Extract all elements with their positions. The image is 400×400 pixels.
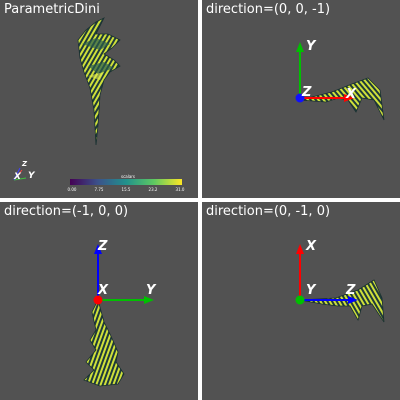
scalar-tick-label: 0.00 [68,187,77,192]
render-view: X Y Z scalars 0.00 7.75 15.5 23.2 31.0 [13,17,185,192]
scalar-bar: scalars 0.00 7.75 15.5 23.2 31.0 [68,174,185,192]
scalar-tick-label: 31.0 [176,187,185,192]
axes-gizmo: X Y Z [295,239,358,305]
dini-surface [77,17,121,146]
axis-z-label: Z [97,239,108,254]
axis-z-label: Z [345,283,356,298]
scalar-bar-title: scalars [121,174,135,179]
axis-x-label: X [97,283,109,298]
scalar-tick-label: 7.75 [95,187,104,192]
axis-x-label: X [305,239,317,254]
axes-gizmo: Y Z X [295,39,357,103]
render-view: Y Z X [295,39,385,121]
viewport-direction-y[interactable]: direction=(0, -1, 0) X Y Z [202,202,400,400]
axis-y-label: Y [306,39,317,54]
scalar-tick-label: 15.5 [122,187,131,192]
viewport-title: ParametricDini [4,2,100,17]
viewport-main[interactable]: ParametricDini [0,0,198,198]
viewport-direction-x[interactable]: direction=(-1, 0, 0) Z X Y [0,202,198,400]
viewport-title: direction=(0, -1, 0) [206,204,331,219]
axis-y-label: Y [146,283,157,298]
dini-surface [83,298,125,387]
orientation-x-label: X [13,172,22,182]
orientation-y-label: Y [28,171,36,181]
scalar-tick-label: 23.2 [149,187,158,192]
axis-z-label: Z [301,85,312,100]
viewport-direction-z[interactable]: direction=(0, 0, -1) Y Z X [202,0,400,198]
axis-y-label: Y [306,283,317,298]
viewport-title: direction=(0, 0, -1) [206,2,331,17]
viewport-title: direction=(-1, 0, 0) [4,204,129,219]
render-view: Z X Y [83,239,157,387]
scalar-bar-gradient [70,179,182,185]
orientation-widget[interactable]: X Y Z [13,160,36,182]
render-view: X Y Z [295,239,385,323]
axes-gizmo: Z X Y [93,239,157,305]
orientation-z-label: Z [21,160,28,168]
axis-x-label: X [345,87,357,102]
